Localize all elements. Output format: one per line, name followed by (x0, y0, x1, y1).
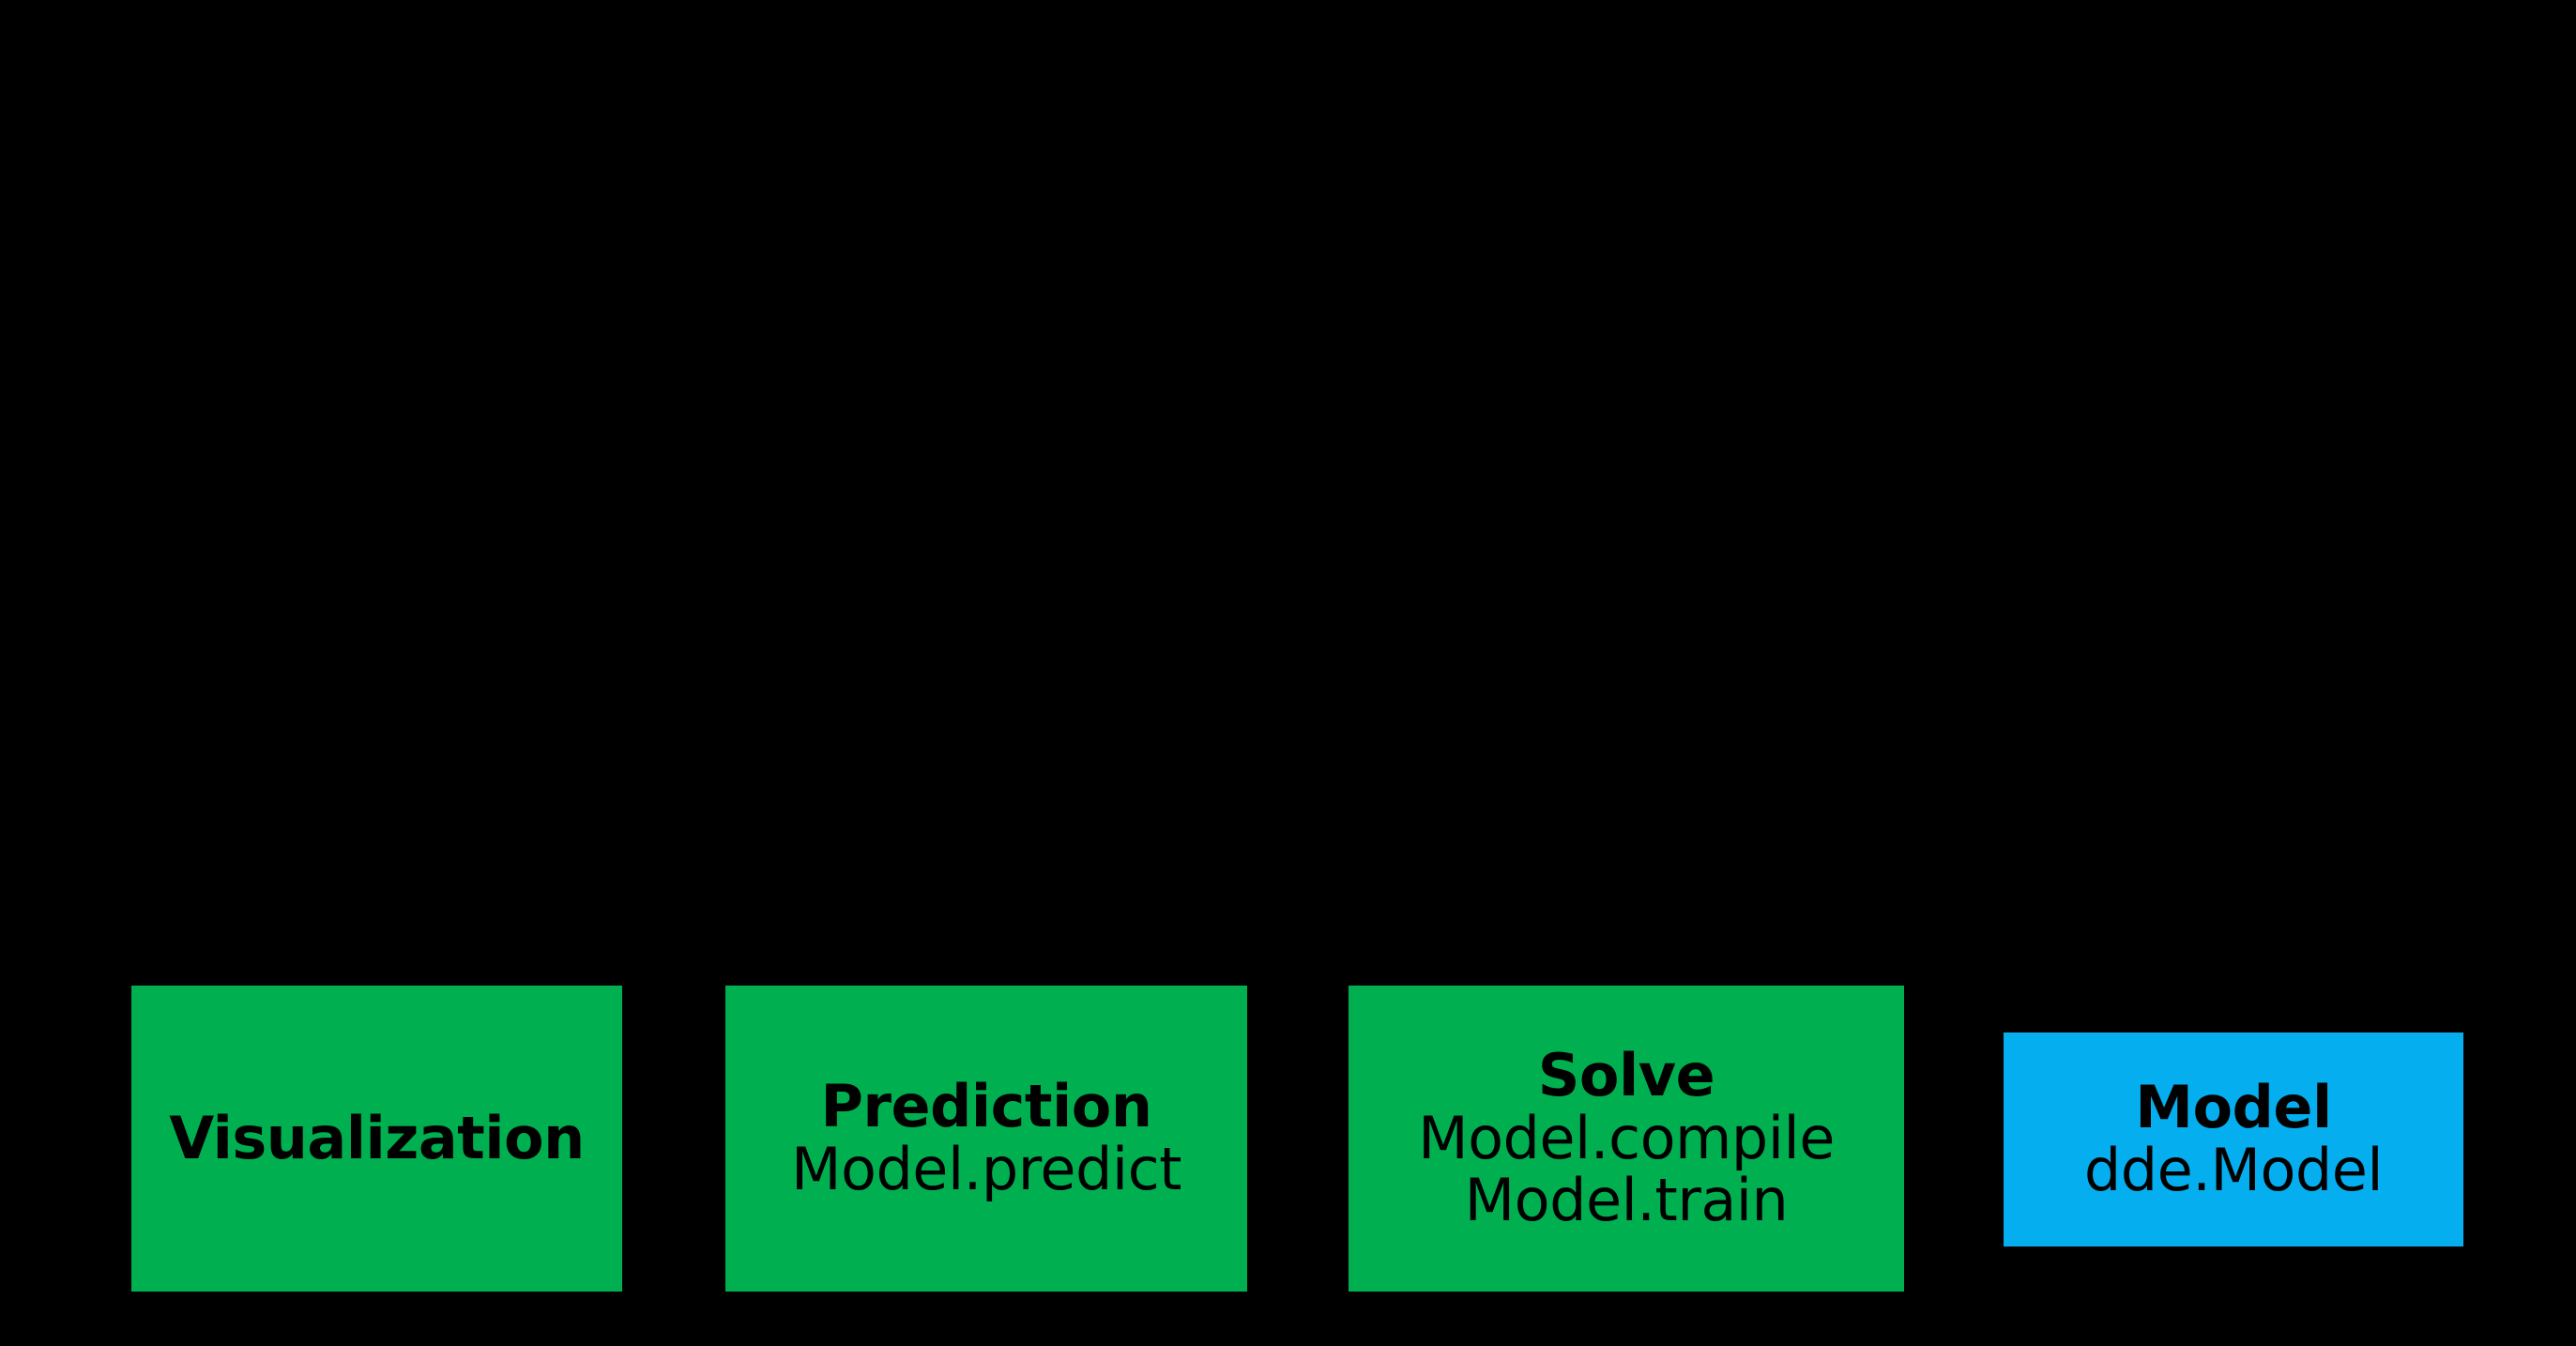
node-prediction-api: Model.predict (791, 1135, 1181, 1203)
node-solve[interactable]: Solve Model.compile Model.train (1349, 986, 1904, 1292)
node-solve-api-compile: Model.compile (1418, 1103, 1835, 1172)
node-visualization-title: Visualization (169, 1103, 585, 1172)
node-model-title: Model (2135, 1073, 2332, 1142)
node-model[interactable]: Model dde.Model (2004, 1032, 2463, 1247)
node-solve-api-train: Model.train (1464, 1166, 1789, 1235)
node-model-api: dde.Model (2083, 1136, 2384, 1204)
node-prediction[interactable]: Prediction Model.predict (725, 986, 1247, 1292)
node-prediction-title: Prediction (820, 1072, 1152, 1141)
node-visualization[interactable]: Visualization (131, 986, 622, 1292)
node-solve-title: Solve (1537, 1040, 1715, 1109)
